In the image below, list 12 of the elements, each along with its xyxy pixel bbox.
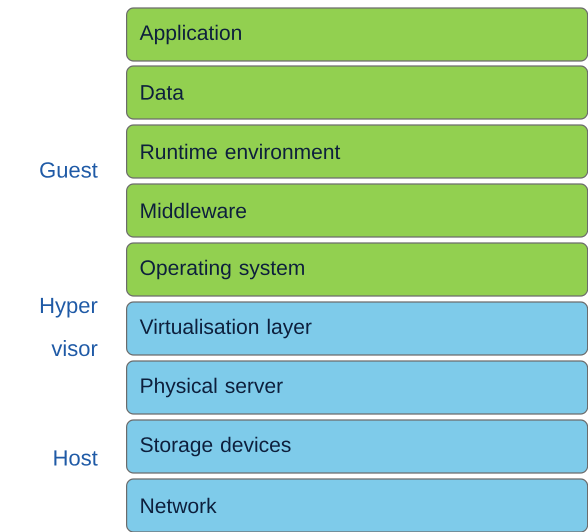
layer-box: Runtime environment	[126, 124, 588, 179]
side-label: Host	[54, 450, 98, 466]
layer-box: Storage devices	[126, 419, 588, 474]
layer-box: Data	[126, 65, 588, 120]
layer-box: Operating system	[126, 242, 588, 297]
layer-box: Application	[126, 7, 588, 62]
layer-box: Network	[126, 478, 588, 532]
layer-box: Virtualisation layer	[126, 301, 588, 356]
side-label: Hyper visor	[40, 298, 98, 356]
layer-box: Middleware	[126, 183, 588, 238]
layer-box: Physical server	[126, 360, 588, 415]
side-label: Guest	[40, 162, 98, 178]
